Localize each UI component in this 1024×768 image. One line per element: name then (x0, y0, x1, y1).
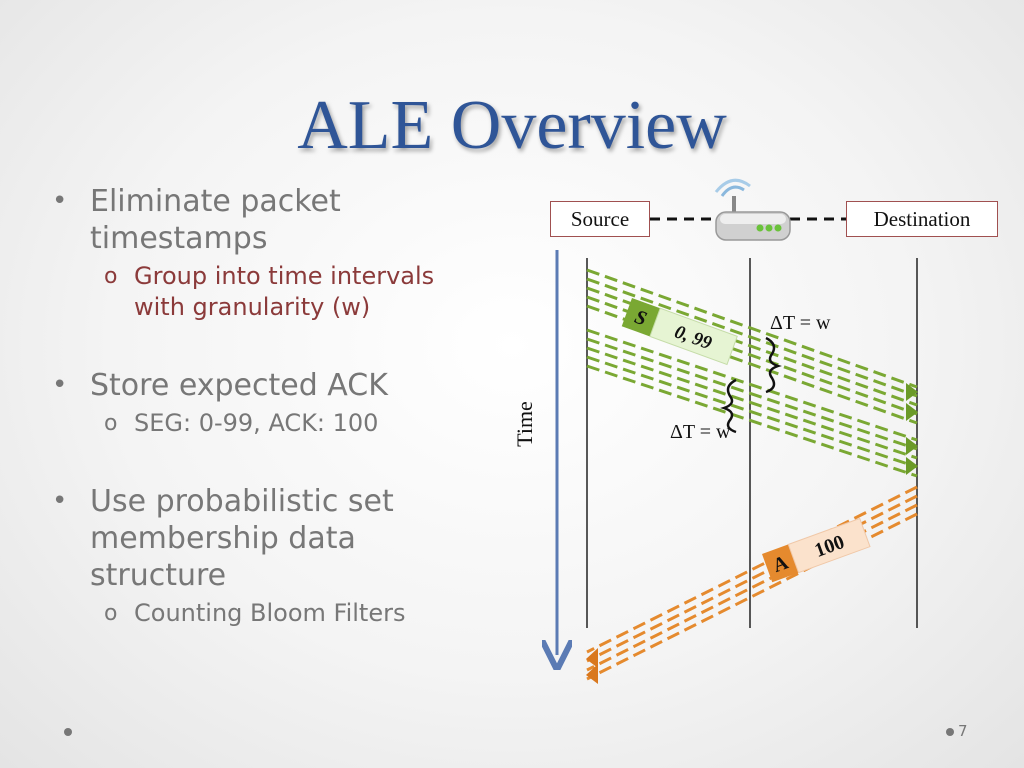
bullet-text: Eliminate packet timestamps (90, 184, 341, 256)
bullet-dot-icon: • (52, 186, 68, 216)
sub-bullet-item: o Counting Bloom Filters (52, 598, 492, 629)
sub-bullet-text: Counting Bloom Filters (134, 599, 406, 627)
segment-packet-stream (586, 328, 918, 478)
bullet-dot-icon: • (52, 370, 68, 400)
sub-bullet-item: o SEG: 0-99, ACK: 100 (52, 408, 492, 439)
sub-bullet-item: o Group into time intervals with granular… (52, 261, 492, 323)
bullet-item: • Store expected ACK (52, 367, 492, 404)
bullet-text: Use probabilistic set membership data st… (90, 484, 394, 593)
sub-bullet-text: Group into time intervals with granulari… (134, 262, 435, 321)
delta-t-label-top: ΔT = w (770, 312, 831, 334)
sub-bullet-circle-icon: o (104, 264, 118, 289)
sub-bullet-circle-icon: o (104, 411, 118, 436)
sub-bullet-text: SEG: 0-99, ACK: 100 (134, 409, 379, 437)
delta-t-label-bottom: ΔT = w (670, 421, 731, 443)
slide-title: ALE Overview (297, 87, 727, 164)
interval-brace (720, 378, 737, 434)
sub-bullet-circle-icon: o (104, 601, 118, 626)
bullet-item: • Use probabilistic set membership data s… (52, 483, 492, 594)
ack-arrowheads (586, 648, 598, 684)
page-number: 7 (958, 722, 968, 740)
wifi-router-icon (714, 178, 791, 241)
destination-node: Destination (846, 201, 998, 237)
time-axis-label: Time (512, 401, 537, 447)
segment-label: S 0, 99 (621, 298, 738, 366)
footer-dot-left (64, 728, 72, 736)
ack-packet-stream (586, 485, 918, 681)
source-node: Source (550, 201, 650, 237)
bullet-list: • Eliminate packet timestamps o Group into… (52, 183, 492, 629)
ack-label: A 100 (762, 517, 871, 583)
bullet-item: • Eliminate packet timestamps (52, 183, 492, 257)
interval-brace (765, 336, 782, 394)
footer-dot-right (946, 728, 954, 736)
segment-packet-stream (586, 268, 918, 425)
segment-arrowheads (906, 383, 918, 475)
bullet-text: Store expected ACK (90, 368, 388, 403)
bullet-dot-icon: • (52, 486, 68, 516)
